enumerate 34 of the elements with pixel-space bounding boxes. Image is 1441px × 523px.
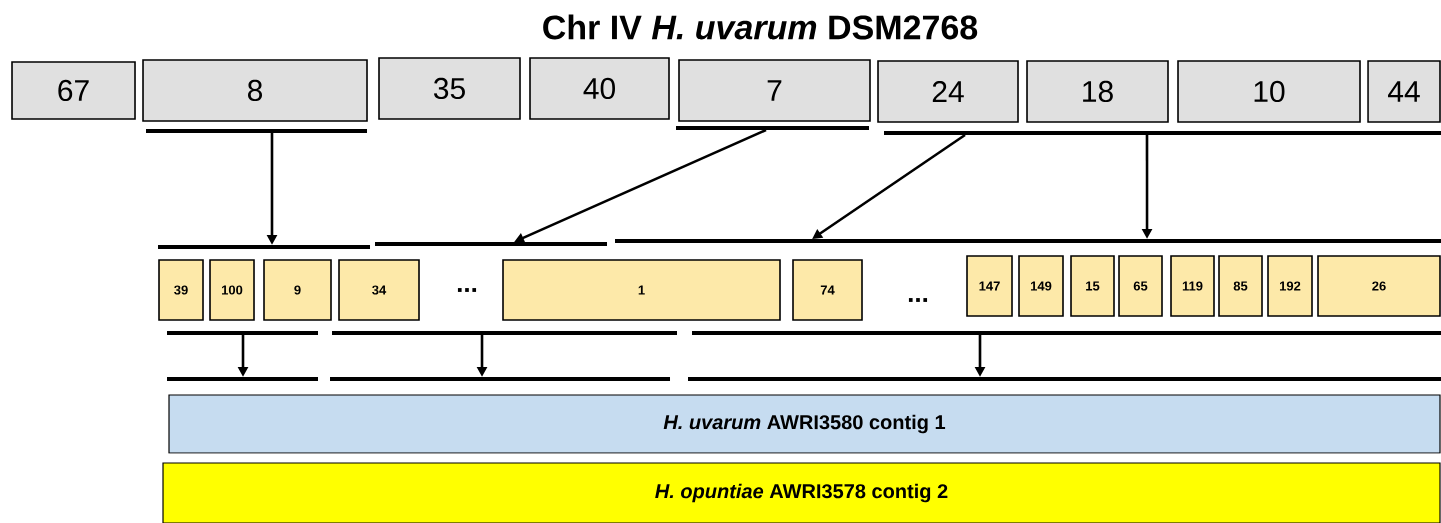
box-segment: 39 [158, 259, 204, 321]
box-segment: 15 [1070, 255, 1115, 317]
box-segment: 147 [966, 255, 1013, 317]
box-segment: 40 [529, 57, 670, 120]
box-segment: 34 [338, 259, 420, 321]
bar [884, 131, 1441, 135]
bar [146, 129, 367, 133]
box-segment: 65 [1118, 255, 1163, 317]
box-segment: 7 [678, 59, 871, 122]
box-segment: 35 [378, 57, 521, 120]
box-segment: 8 [142, 59, 368, 122]
bar [676, 126, 869, 130]
bar [167, 331, 318, 335]
box-segment: 44 [1367, 60, 1441, 123]
box-segment: 192 [1267, 255, 1313, 317]
box-segment: 119 [1170, 255, 1215, 317]
bar [692, 331, 1441, 335]
box-segment: 10 [1177, 60, 1361, 123]
box-segment: 74 [792, 259, 863, 321]
ellipsis: ... [457, 288, 477, 292]
box-segment: 100 [209, 259, 255, 321]
box-segment: 85 [1218, 255, 1263, 317]
box-segment: 9 [263, 259, 332, 321]
box-segment: 67 [11, 61, 136, 120]
box-segment: 1 [502, 259, 781, 321]
bar [332, 331, 677, 335]
ellipsis: ... [908, 298, 928, 302]
box-segment: 24 [877, 60, 1019, 123]
box-segment: 26 [1317, 255, 1441, 317]
title: Chr IV H. uvarum DSM2768 [543, 14, 978, 40]
box-segment: 149 [1018, 255, 1064, 317]
contig-bar: H. opuntiae AWRI3578 contig 2 [162, 462, 1441, 523]
contig-bar: H. uvarum AWRI3580 contig 1 [168, 394, 1441, 454]
box-segment: 18 [1026, 60, 1169, 123]
